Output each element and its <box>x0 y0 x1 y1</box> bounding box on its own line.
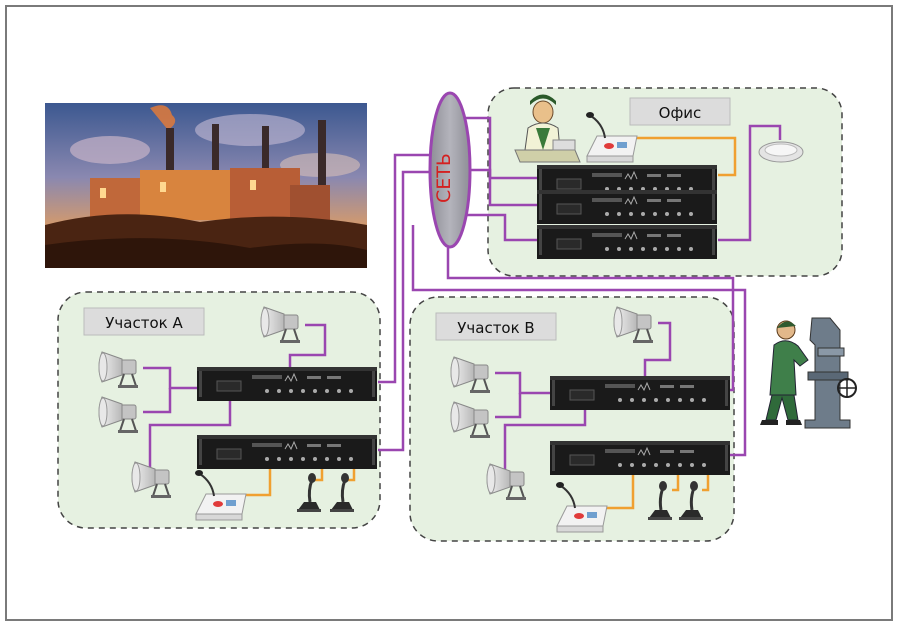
network-label: СЕТЬ <box>433 153 455 203</box>
audio-links <box>236 136 737 510</box>
machinist-worker-icon <box>760 317 857 429</box>
zone-office-label: Офис <box>659 104 702 122</box>
area-a-amplifier-2-icon <box>196 434 378 470</box>
zone-area-a-label: Участок А <box>105 314 183 332</box>
factory-photo-icon <box>45 103 367 268</box>
area-b-amplifier-1-icon <box>549 375 731 411</box>
office-amplifier-2-icon <box>536 189 718 225</box>
network-links <box>143 116 782 470</box>
area-a-amplifier-1-icon <box>196 366 378 402</box>
office-amplifier-3-icon <box>536 224 718 260</box>
ceiling-speaker-icon <box>758 141 804 163</box>
office-worker-icon <box>514 94 581 163</box>
network-node: СЕТЬ <box>428 91 472 249</box>
area-b-amplifier-2-icon <box>549 440 731 476</box>
zone-area-b-label: Участок В <box>457 319 534 337</box>
